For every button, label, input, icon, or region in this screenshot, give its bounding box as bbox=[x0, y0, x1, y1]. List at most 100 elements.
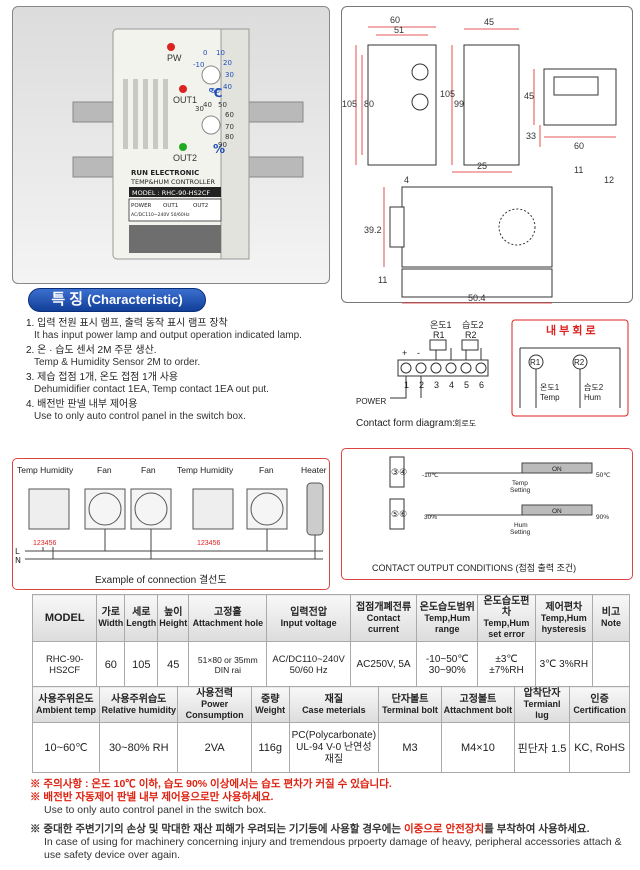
temp-unit: ℃ bbox=[208, 86, 223, 100]
pw-lamp bbox=[167, 43, 175, 51]
inner-l1b: Temp bbox=[540, 393, 560, 402]
temp-scale-5: 50 bbox=[211, 87, 220, 95]
th-ko: 온도습도편차 bbox=[483, 596, 530, 618]
terminal-out2: OUT2 bbox=[193, 203, 208, 209]
product-photo: PW OUT1 OUT2 ℃ % 0 10 20 30 40 50 -10 30… bbox=[12, 6, 330, 284]
cell-attachment-hole: 51×80 or 35mm DIN rai bbox=[188, 641, 268, 688]
hum-on-band bbox=[521, 504, 593, 516]
r1-ko: 온도1 bbox=[430, 320, 452, 330]
conn-term-2: 123456 bbox=[197, 540, 220, 547]
temp-dial[interactable] bbox=[201, 65, 221, 85]
temp-setting-a: Temp bbox=[512, 480, 528, 487]
r2-ko: 습도2 bbox=[462, 320, 484, 330]
dim-top-51: 51 bbox=[394, 25, 404, 35]
th-ko: 입력전압 bbox=[290, 607, 328, 618]
th-ko: 접점개폐전류 bbox=[355, 601, 412, 613]
cell-power: 2VA bbox=[177, 722, 252, 773]
temp-scale-6: -10 bbox=[193, 61, 204, 69]
temp-on-band bbox=[521, 462, 593, 474]
temp-scale-2: 20 bbox=[223, 59, 232, 67]
char-item-en: It has input power lamp and output opera… bbox=[34, 330, 302, 341]
dim-mid-11: 11 bbox=[574, 165, 583, 175]
th-ko: 사용주위습도 bbox=[111, 693, 167, 705]
conn-label-heater: Heater bbox=[301, 465, 327, 475]
controller-illustration: PW OUT1 OUT2 ℃ % 0 10 20 30 40 50 -10 30… bbox=[72, 28, 304, 260]
out1-lamp bbox=[179, 85, 187, 93]
notes: ※ 주의사항 : 온도 10℃ 이하, 습도 90% 이상에서는 습도 편차가 … bbox=[30, 778, 630, 862]
hum-scale-1: 40 bbox=[203, 101, 212, 109]
th-ko: 재질 bbox=[324, 693, 344, 705]
th-ko: 높이 bbox=[164, 607, 183, 618]
term-num-2: 2 bbox=[419, 380, 424, 390]
line-l: L bbox=[15, 547, 20, 556]
note-safety-b: 이중으로 안전장치 bbox=[403, 823, 485, 835]
th-ko: 사용전력 bbox=[196, 688, 234, 699]
th-en: Temp,Hum set error bbox=[483, 618, 530, 639]
dim-left-105b: 105 bbox=[440, 89, 455, 99]
hum-on: ON bbox=[552, 508, 562, 515]
dim-left-45: 45 bbox=[524, 91, 534, 101]
cell-terminal-lug: 핀단자 1.5 bbox=[513, 722, 571, 773]
plus-sign: + bbox=[402, 348, 407, 358]
temp-right: 50℃ bbox=[596, 472, 611, 479]
th-ko: 고정홀 bbox=[214, 607, 242, 618]
term-num-3: 3 bbox=[434, 380, 439, 390]
th-en: Certification bbox=[573, 704, 626, 715]
note-safety-a: ※ 중대한 주변기기의 손상 및 막대한 재산 피해가 우려되는 기기등에 사용… bbox=[30, 823, 404, 835]
th-en: Termianl lug bbox=[523, 699, 561, 720]
th-ko: 인증 bbox=[590, 693, 609, 705]
terminal-56: ⑤⑥ bbox=[391, 510, 407, 520]
char-item-ko: 2. 온 · 습도 센서 2M 주문 생산. bbox=[26, 345, 157, 356]
list-item: 2. 온 · 습도 센서 2M 주문 생산.Temp & Humidity Se… bbox=[26, 345, 346, 369]
th-ko: 비고 bbox=[601, 607, 621, 618]
hum-scale-0: 30 bbox=[195, 105, 204, 113]
terminal-out1: OUT1 bbox=[163, 203, 178, 209]
th-ko: 가로 bbox=[101, 607, 121, 618]
cell-attachment-bolt: M4×10 bbox=[440, 722, 515, 773]
cell-relative-humidity: 30~80% RH bbox=[99, 722, 179, 773]
inner-l2b: Hum bbox=[584, 393, 601, 402]
inner-l1: 온도1 bbox=[540, 383, 560, 392]
hum-unit: % bbox=[213, 142, 225, 156]
note-safety: ※ 중대한 주변기기의 손상 및 막대한 재산 피해가 우려되는 기기등에 사용… bbox=[30, 823, 630, 836]
out2-lamp bbox=[179, 143, 187, 151]
inner-r1: R1 bbox=[530, 358, 541, 367]
th-en: Weight bbox=[255, 704, 286, 715]
cell-height: 45 bbox=[157, 641, 190, 688]
th-en: Relative humidity bbox=[101, 704, 177, 715]
char-item-ko: 3. 제습 접점 1개, 온도 접점 1개 사용 bbox=[26, 372, 179, 383]
temp-scale-1: 10 bbox=[216, 49, 225, 57]
pw-label: PW bbox=[167, 53, 182, 63]
th-en: Power Consumption bbox=[185, 699, 244, 720]
cell-certification: KC, RoHS bbox=[569, 722, 630, 773]
contact-form-caption-en: Contact form diagram: bbox=[356, 418, 455, 429]
hum-dial[interactable] bbox=[201, 115, 221, 135]
conn-term-1: 123456 bbox=[33, 540, 56, 547]
dim-mid-39-2: 39.2 bbox=[364, 225, 382, 235]
terminal-sub: AC/DC110~240V 50/60Hz bbox=[131, 212, 190, 218]
dim-left-80: 80 bbox=[364, 99, 374, 109]
inner-r2: R2 bbox=[574, 358, 585, 367]
hum-scale-2: 50 bbox=[218, 101, 227, 109]
dim-mid-12: 12 bbox=[604, 175, 614, 185]
dimension-drawings: 60 51 45 105 80 99 105 45 33 60 25 11 12… bbox=[341, 6, 633, 304]
th-en: Input voltage bbox=[280, 618, 337, 628]
cell-input-voltage: AC/DC110~240V 50/60 Hz bbox=[266, 641, 351, 688]
line-n: N bbox=[15, 556, 21, 565]
cell-case-materials: PC(Polycarbonate) UL-94 V-0 난연성 재질 bbox=[288, 722, 380, 773]
characteristic-title-en: (Characteristic) bbox=[87, 292, 183, 307]
